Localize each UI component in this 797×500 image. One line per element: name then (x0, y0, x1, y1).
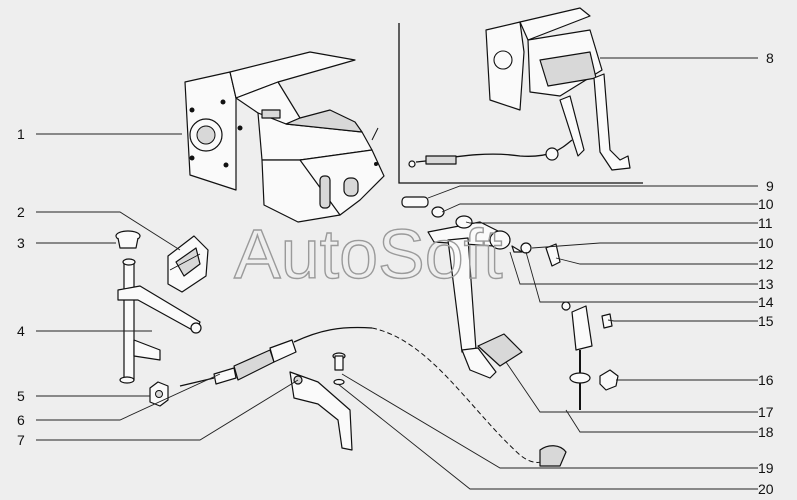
callout-8: 8 (766, 50, 774, 66)
callout-13: 13 (758, 276, 774, 292)
assembled-pedal-unit (408, 7, 631, 171)
callout-1: 1 (17, 126, 25, 142)
callout-20: 20 (758, 481, 774, 497)
callout-9: 9 (766, 178, 774, 194)
clutch-cable (179, 326, 553, 463)
callout-3: 3 (17, 235, 25, 251)
callout-14: 14 (758, 294, 774, 310)
callout-4: 4 (17, 323, 25, 339)
pedal-shaft-lever (117, 258, 202, 384)
pedal-pad-cover (167, 235, 209, 293)
callout-12: 12 (758, 256, 774, 272)
callout-6: 6 (17, 412, 25, 428)
callout-7: 7 (17, 432, 25, 448)
screw-and-washer (332, 352, 346, 386)
callout-19: 19 (758, 460, 774, 476)
callout-5: 5 (17, 388, 25, 404)
leader-lines (36, 57, 758, 490)
callout-2: 2 (17, 204, 25, 220)
callout-11: 11 (758, 215, 773, 231)
callout-15: 15 (758, 313, 774, 329)
clutch-pedal-assembly (401, 196, 619, 467)
callout-16: 16 (758, 372, 774, 388)
inset-frame (398, 23, 643, 184)
pedal-bracket (184, 51, 385, 223)
callout-10a: 10 (758, 196, 774, 212)
callout-18: 18 (758, 424, 774, 440)
watermark: AutoSoft (234, 215, 503, 293)
callout-17: 17 (758, 404, 774, 420)
callout-10b: 10 (758, 235, 774, 251)
rubber-plug (115, 230, 141, 249)
callout-labels: 1 2 3 4 5 6 7 8 9 10 11 10 12 13 14 15 1… (17, 50, 774, 497)
